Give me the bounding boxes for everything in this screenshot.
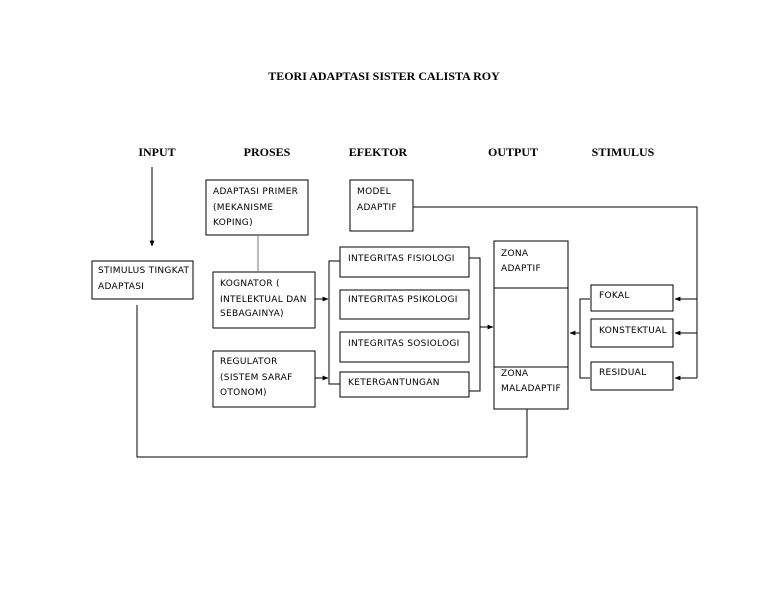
residual-label: RESIDUAL (599, 368, 646, 378)
efektor-left-bracket (328, 260, 340, 385)
ketergantungan-label: KETERGANTUNGAN (348, 378, 440, 388)
ketergantungan-box: KETERGANTUNGAN (339, 371, 470, 398)
header-proses: PROSES (244, 145, 291, 159)
stimulus-tingkat-adaptasi-box: STIMULUS TINGKAT ADAPTASI (91, 260, 194, 300)
integritas-sosiologi-label: INTEGRITAS SOSIOLOGI (348, 339, 460, 349)
header-input: INPUT (138, 145, 175, 159)
header-stimulus: STIMULUS (592, 145, 655, 159)
adaptasi-primer-box: ADAPTASI PRIMER (MEKANISME KOPING) (205, 179, 309, 236)
stimulus-tingkat-label-2: ADAPTASI (98, 282, 144, 292)
regulator-label-1: REGULATOR (220, 357, 278, 367)
zona-maladaptif-label-1: ZONA (501, 369, 529, 379)
zona-adaptif-label-2: ADAPTIF (501, 264, 541, 274)
model-adaptif-line (413, 206, 698, 378)
model-adaptif-label-2: ADAPTIF (357, 203, 397, 213)
kognator-box: KOGNATOR ( INTELEKTUAL DAN SEBAGAINYA) (212, 271, 316, 329)
integritas-psikologi-label: INTEGRITAS PSIKOLOGI (348, 295, 458, 305)
zona-adaptif-label-1: ZONA (501, 249, 529, 259)
kognator-label-3: SEBAGAINYA) (220, 309, 284, 319)
adaptasi-primer-label-3: KOPING) (213, 218, 253, 228)
stimulus-tingkat-label-1: STIMULUS TINGKAT (98, 266, 190, 276)
model-adaptif-box: MODEL ADAPTIF (349, 179, 414, 232)
efektor-right-bracket (469, 257, 481, 392)
integritas-fisiologi-box: INTEGRITAS FISIOLOGI (339, 246, 470, 278)
konstektual-box: KONSTEKTUAL (590, 318, 674, 348)
regulator-label-2: (SISTEM SARAF (220, 373, 293, 383)
kognator-label-2: INTELEKTUAL DAN (220, 295, 307, 305)
integritas-sosiologi-box: INTEGRITAS SOSIOLOGI (339, 331, 470, 363)
konstektual-label: KONSTEKTUAL (599, 326, 667, 336)
stimulus-left-bracket (579, 298, 590, 379)
zona-maladaptif-label-2: MALADAPTIF (501, 384, 561, 394)
regulator-box: REGULATOR (SISTEM SARAF OTONOM) (212, 350, 316, 408)
integritas-psikologi-box: INTEGRITAS PSIKOLOGI (339, 289, 470, 320)
adaptasi-primer-label-2: (MEKANISME (213, 203, 273, 213)
model-adaptif-label-1: MODEL (357, 187, 391, 197)
header-output: OUTPUT (488, 145, 538, 159)
regulator-label-3: OTONOM) (220, 388, 267, 398)
header-efektor: EFEKTOR (349, 145, 408, 159)
adaptasi-primer-label-1: ADAPTASI PRIMER (213, 187, 298, 197)
kognator-label-1: KOGNATOR ( (220, 279, 280, 289)
diagram-title: TEORI ADAPTASI SISTER CALISTA ROY (268, 69, 500, 83)
output-box: ZONA ADAPTIF ZONA MALADAPTIF (493, 240, 569, 410)
residual-box: RESIDUAL (590, 361, 674, 391)
feedback-loop-line (136, 305, 528, 458)
fokal-box: FOKAL (590, 284, 674, 312)
fokal-label: FOKAL (599, 291, 630, 301)
integritas-fisiologi-label: INTEGRITAS FISIOLOGI (348, 254, 455, 264)
